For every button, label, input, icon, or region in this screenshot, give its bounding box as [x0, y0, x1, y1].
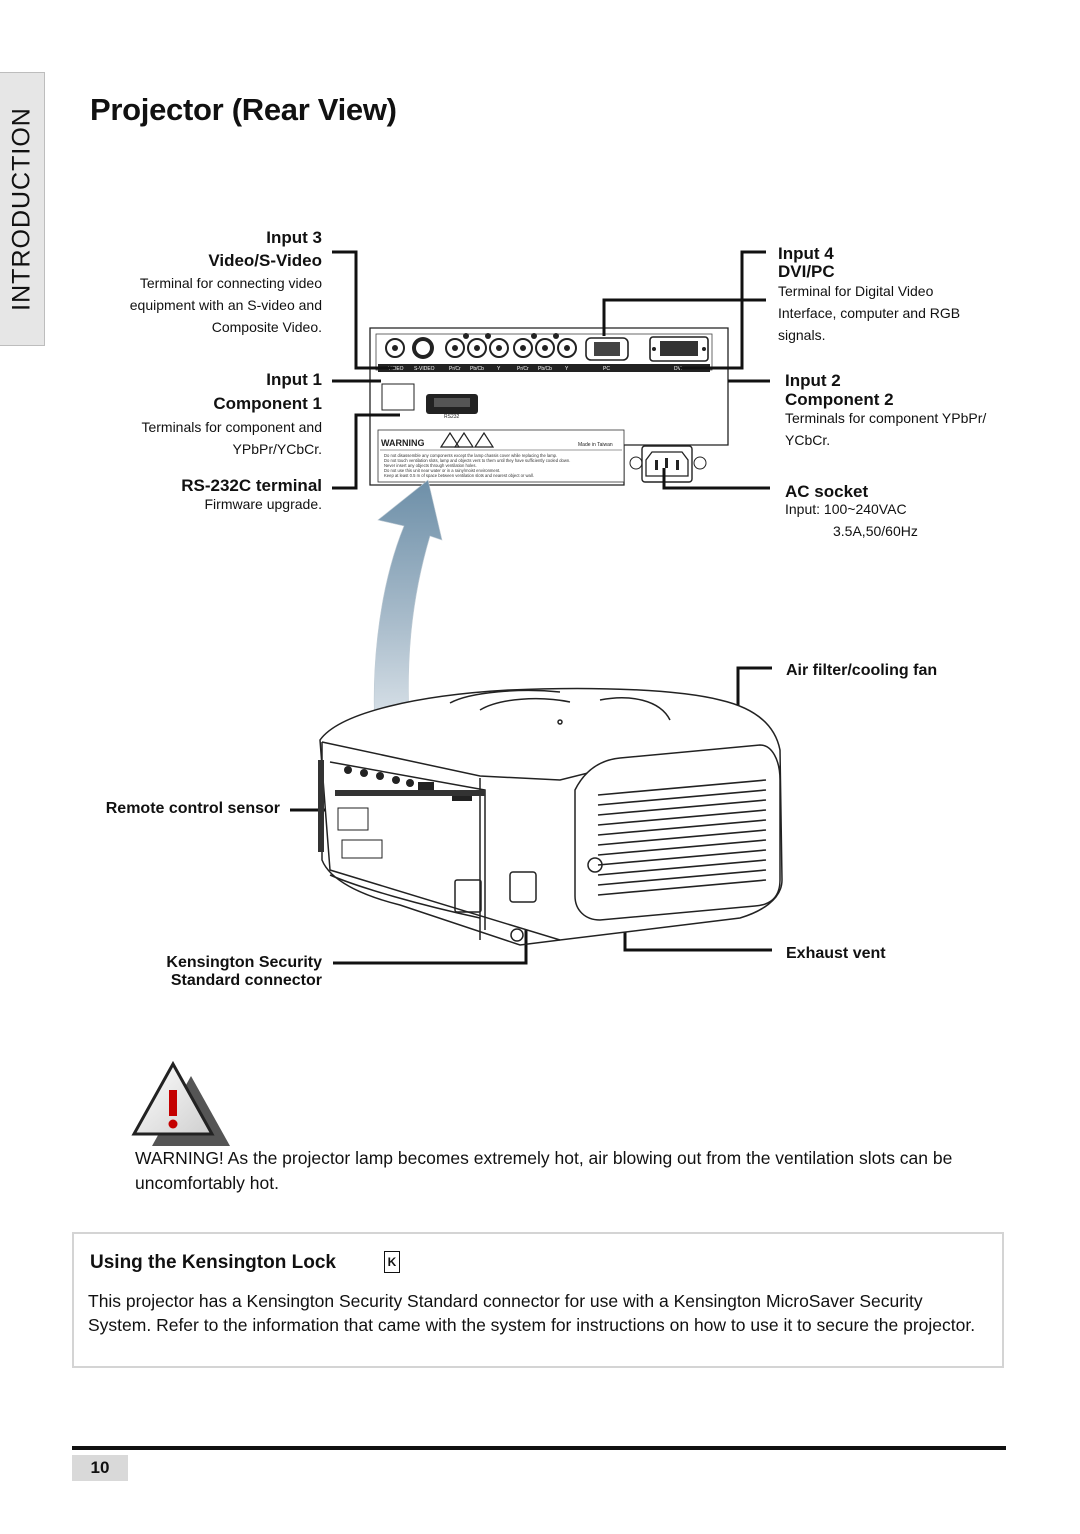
kensington-lock-icon: K [384, 1251, 400, 1273]
panel-warning-bullets: Do not disassemble any components except… [384, 453, 570, 478]
ac-socket-desc: Input: 100~240VAC 3.5A,50/60Hz [785, 501, 918, 539]
rs232-desc: Firmware upgrade. [204, 496, 323, 512]
input1-desc: Terminals for component and YPbPr/YCbCr. [141, 419, 322, 457]
input3-desc: Terminal for connecting video equipment … [129, 275, 322, 335]
kensington-section: Using the Kensington Lock K This project… [72, 1232, 1004, 1368]
vent-grille [597, 779, 767, 896]
panel-warning-label: WARNING [381, 438, 425, 448]
projector-ports [335, 766, 485, 859]
port-label: PC [603, 366, 610, 372]
panel-bullet: Do not use this unit near water or in a … [384, 468, 500, 473]
made-in-label: Made in Taiwan [578, 442, 613, 448]
input2-title: Input 2 [785, 371, 841, 390]
page-number: 10 [72, 1455, 128, 1481]
warning-paragraph: WARNING! As the projector lamp becomes e… [135, 1148, 953, 1193]
input2-desc: Terminals for component YPbPr/ YCbCr. [785, 410, 987, 448]
exhaust-vent-label: Exhaust vent [786, 945, 886, 962]
input4-desc: Terminal for Digital Video Interface, co… [778, 283, 961, 343]
kensington-body: This projector has a Kensington Security… [88, 1291, 976, 1335]
kensington-connector-label-1: Kensington Security [166, 954, 322, 971]
input1-title: Input 1 [266, 370, 322, 389]
panel-bullet: Do not touch ventilation slots, lamp and… [384, 458, 570, 463]
input2-name: Component 2 [785, 390, 894, 409]
port-label: VIDEO [388, 366, 404, 372]
input1-name: Component 1 [213, 394, 322, 413]
page-title: Projector (Rear View) [90, 92, 397, 127]
rs232-label: RS232 [444, 414, 460, 420]
panel-bullet: Never insert any objects through ventila… [384, 463, 477, 468]
side-grille [318, 760, 324, 852]
input3-title: Input 3 [266, 228, 322, 247]
air-filter-label: Air filter/cooling fan [786, 662, 938, 679]
input3-name: Video/S-Video [208, 251, 322, 270]
port-label: Y [565, 366, 569, 372]
port-label: DVI [674, 366, 682, 372]
kensington-connector-label-2: Standard connector [170, 972, 322, 989]
ac-socket-title: AC socket [785, 482, 869, 501]
port-labels: VIDEO S-VIDEO Pr/Cr Pb/Cb Y Pr/Cr Pb/Cb … [388, 366, 682, 372]
rear-panel [369, 327, 729, 486]
port-label: S-VIDEO [414, 366, 435, 372]
port-label: Pr/Cr [517, 366, 529, 372]
kensington-title: Using the Kensington Lock [90, 1252, 336, 1273]
port-label: Pb/Cb [470, 366, 484, 372]
panel-bullet: Keep at least 0.5 m of space between ven… [384, 473, 534, 478]
warning-triangle-icon [131, 1060, 230, 1146]
port-label: Pr/Cr [449, 366, 461, 372]
input4-name: DVI/PC [778, 262, 835, 281]
section-tab: INTRODUCTION [0, 72, 45, 346]
footer-rule [72, 1446, 1006, 1450]
input4-title: Input 4 [778, 244, 834, 263]
port-label: Pb/Cb [538, 366, 552, 372]
remote-sensor-label: Remote control sensor [105, 800, 280, 817]
panel-bullet: Do not disassemble any components except… [384, 453, 557, 458]
projector-body [319, 687, 783, 946]
port-label: Y [497, 366, 501, 372]
rs232-title: RS-232C terminal [181, 476, 322, 495]
